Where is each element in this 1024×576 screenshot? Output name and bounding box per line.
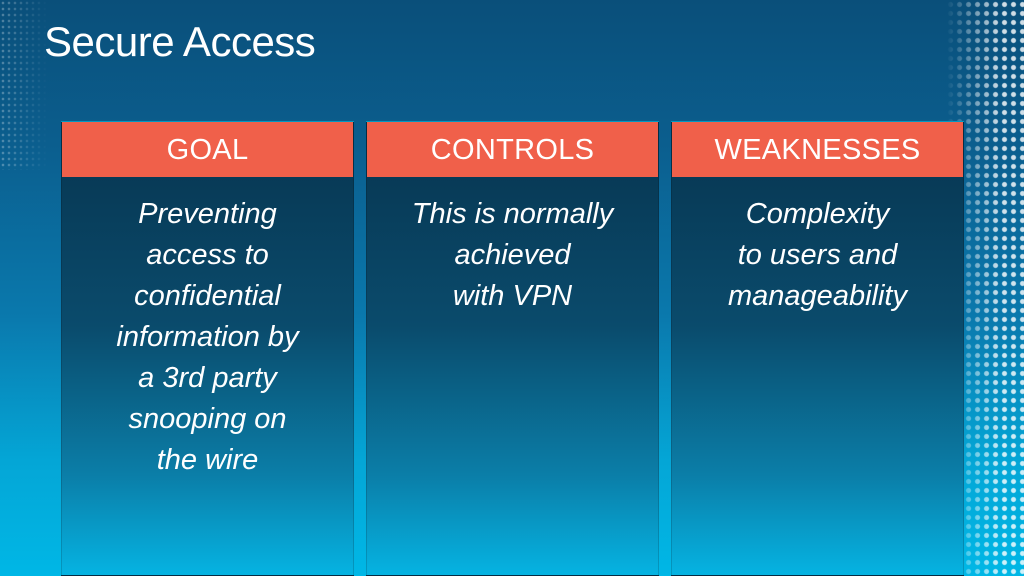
goal-column: GOAL Preventing access to confidential i…: [61, 121, 354, 576]
goal-text: Preventing access to confidential inform…: [116, 198, 299, 476]
weaknesses-column: WEAKNESSES Complexity to users and manag…: [671, 121, 964, 576]
controls-text: This is normally achieved with VPN: [411, 198, 614, 312]
weaknesses-header: WEAKNESSES: [672, 122, 963, 177]
controls-column: CONTROLS This is normally achieved with …: [366, 121, 659, 576]
weaknesses-text: Complexity to users and manageability: [728, 198, 907, 312]
slide-title: Secure Access: [44, 18, 316, 65]
decorative-dot-pattern-left: [0, 0, 48, 170]
goal-header: GOAL: [62, 122, 353, 177]
controls-header: CONTROLS: [367, 122, 658, 177]
